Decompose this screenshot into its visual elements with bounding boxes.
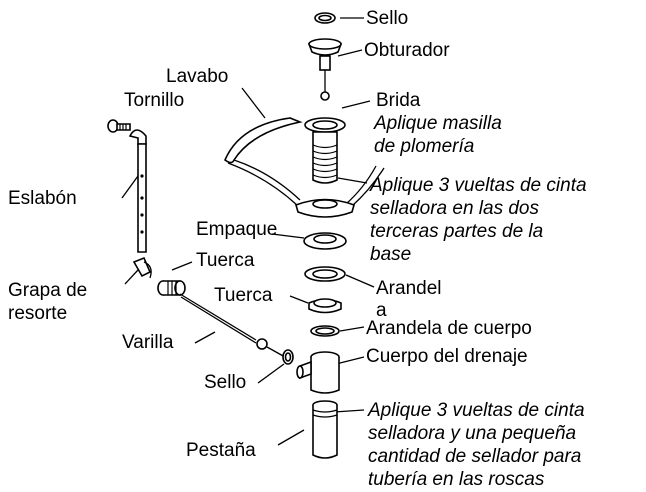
label-center-nut: Tuerca: [214, 285, 273, 306]
label-tailpiece: Pestaña: [186, 440, 256, 461]
label-pivot-rod: Varilla: [122, 332, 174, 353]
label-pivot-seal: Sello: [204, 372, 247, 393]
label-spring-clip-line-2: resorte: [8, 303, 68, 324]
flange-note-line-2: de plomería: [374, 136, 475, 157]
clevis-strap-part: [128, 129, 147, 253]
flange-note-line-1: Aplique masilla: [374, 113, 502, 134]
label-gasket: Empaque: [196, 219, 278, 240]
label-drain-body: Cuerpo del drenaje: [366, 346, 528, 367]
gasket-part: [303, 232, 347, 250]
tape-note-line-1: Aplique 3 vueltas de cinta: [370, 175, 587, 196]
center-nut-part: [308, 298, 342, 314]
tailpiece-note-line-3: cantidad de sellador para: [368, 446, 582, 467]
label-pivot-nut: Tuerca: [196, 250, 255, 271]
top-seal-part: [314, 12, 336, 24]
tailpiece-note-line-2: selladora y una pequeña: [368, 423, 577, 444]
tape-note-line-4: base: [370, 244, 412, 265]
body-washer-part: [310, 325, 340, 337]
sink-basin-part: [224, 117, 385, 218]
label-screw: Tornillo: [124, 90, 185, 111]
washer-part: [304, 266, 346, 282]
pivot-nut-part: [157, 280, 186, 296]
screw-part: [107, 119, 131, 133]
label-flange: Brida: [376, 90, 421, 111]
label-clevis-strap: Eslabón: [8, 188, 77, 209]
pivot-rod-part: [179, 293, 286, 358]
label-washer-line-1: Arandel: [376, 278, 442, 299]
flange-part: [304, 117, 346, 184]
pivot-seal-part: [282, 349, 294, 365]
stopper-part: [307, 38, 343, 101]
tailpiece-note-line-1: Aplique 3 vueltas de cinta: [368, 400, 585, 421]
label-washer-line-2: a: [376, 300, 387, 321]
drain-body-part: [296, 351, 340, 394]
label-body-washer: Arandela de cuerpo: [366, 318, 532, 339]
leader-lines: [121, 17, 375, 446]
spring-clip-part: [132, 256, 152, 279]
tape-note-line-2: selladora en las dos: [370, 198, 539, 219]
tailpiece-part: [312, 400, 338, 459]
label-spring-clip-line-1: Grapa de: [8, 280, 88, 301]
label-stopper: Obturador: [364, 40, 450, 61]
label-top-seal: Sello: [366, 8, 409, 29]
tailpiece-note-line-4: tubería en las roscas: [368, 469, 545, 490]
tape-note-line-3: terceras partes de la: [370, 221, 544, 242]
label-sink-basin: Lavabo: [166, 66, 229, 87]
